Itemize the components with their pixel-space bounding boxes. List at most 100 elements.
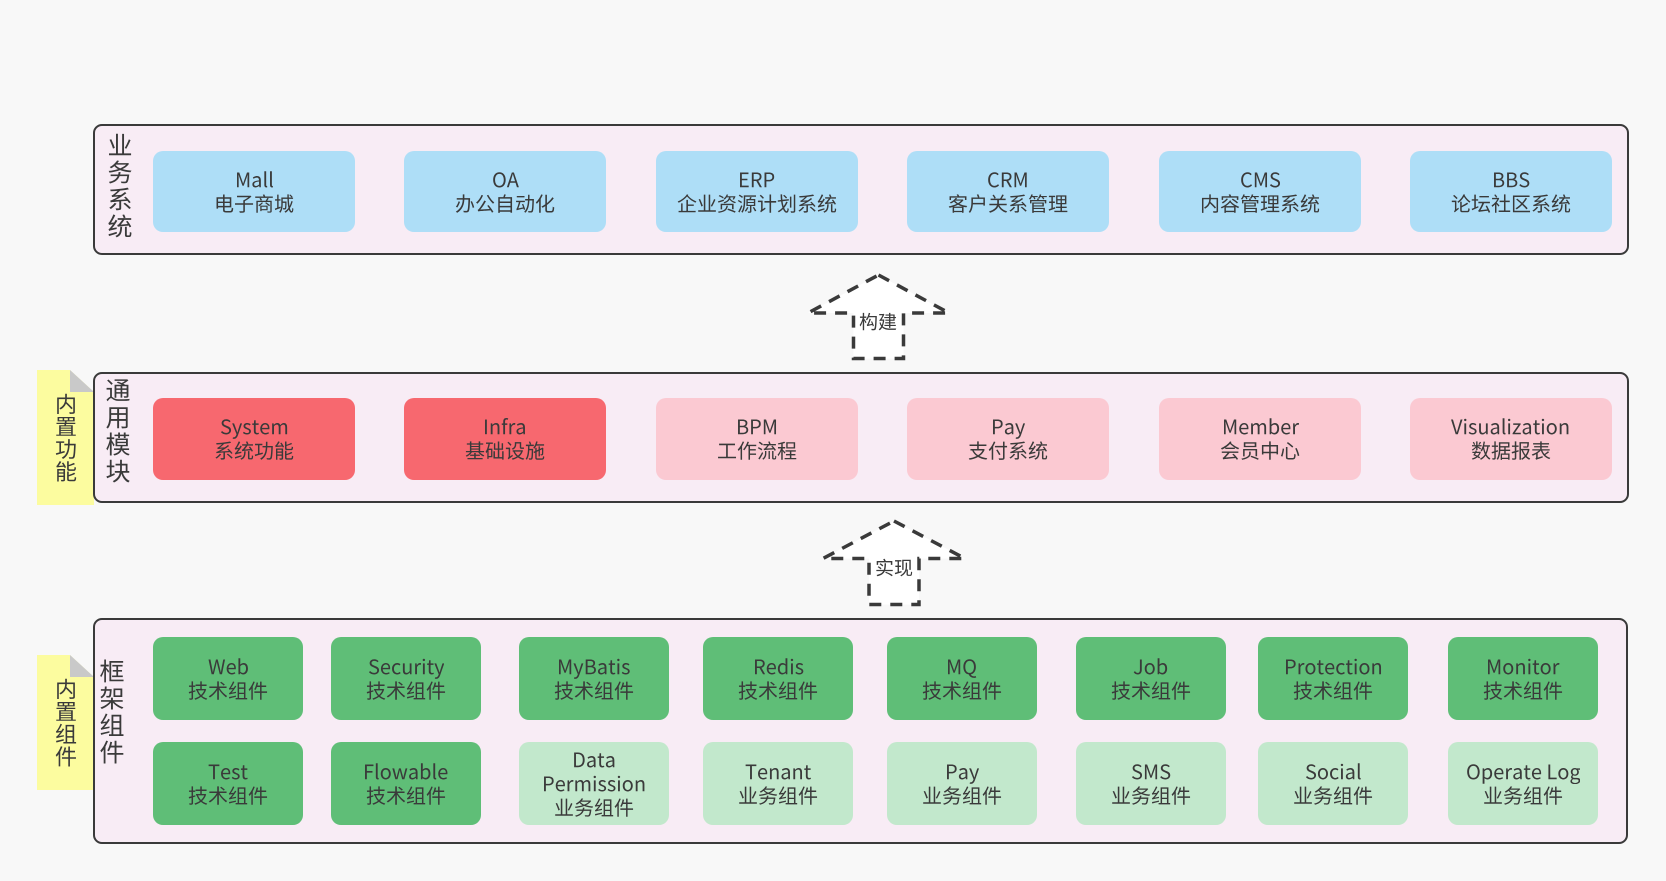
node-subtitle [188,784,268,808]
note-paper [37,655,94,790]
node-title [736,415,778,439]
node-title [945,760,979,784]
node-subtitle [1200,192,1320,216]
node-title [368,655,445,679]
node-subtitle [1483,679,1563,703]
node-bbs [1410,151,1612,232]
node-title [363,760,448,784]
node-title [987,168,1029,192]
node-mall [153,151,355,232]
node-infra [404,398,606,480]
node-title [208,760,248,784]
node-subtitle [968,439,1048,463]
node-operate-log [1448,742,1598,825]
folded-corner-icon [70,655,94,677]
note-text [37,370,94,505]
node-subtitle [366,784,446,808]
node-subtitle [717,439,797,463]
node-subtitle [922,679,1002,703]
node-cms [1159,151,1361,232]
node-title [991,415,1025,439]
node-subtitle [738,679,818,703]
node-title [208,655,249,679]
node-title [557,655,631,679]
node-title [753,655,804,679]
node-web [153,637,303,720]
node-title [738,168,775,192]
node-mq [887,637,1037,720]
node-redis [703,637,853,720]
node-subtitle [922,784,1002,808]
node-title [1284,655,1383,679]
node-subtitle [465,439,545,463]
note-built-in-components [37,655,94,790]
node-protection [1258,637,1408,720]
node-job [1076,637,1226,720]
arrow-outline [821,518,966,606]
node-title [1133,655,1168,679]
node-subtitle [554,679,634,703]
note-shape [37,655,94,790]
node-subtitle [1293,679,1373,703]
node-subtitle [1111,679,1191,703]
node-member [1159,398,1361,480]
node-title [220,415,289,439]
node-subtitle [1220,439,1300,463]
arrow-up-build-icon [806,272,950,360]
node-subtitle [738,784,818,808]
node-title [1222,415,1299,439]
folded-corner-icon [70,370,94,392]
note-paper [37,370,94,505]
node-bpm [656,398,858,480]
node-monitor [1448,637,1598,720]
node-flowable [331,742,481,825]
node-title [1486,655,1560,679]
node-subtitle [1111,784,1191,808]
node-mybatis [519,637,669,720]
arrow-label-build [859,310,897,334]
node-subtitle [366,679,446,703]
node-test [153,742,303,825]
band-label-business-systems [108,132,133,240]
note-shape [37,370,94,505]
node-title [492,168,519,192]
node-subtitle [1483,784,1563,808]
node-subtitle [1451,192,1571,216]
node-oa [404,151,606,232]
arrow-outline [806,272,950,360]
node-title [1492,168,1530,192]
node-title [483,415,527,439]
node-visualization [1410,398,1612,480]
node-data-permission [519,742,669,825]
node-crm [907,151,1109,232]
node-subtitle [554,796,634,820]
node-subtitle [455,192,555,216]
node-social [1258,742,1408,825]
node-security [331,637,481,720]
node-title [542,748,646,796]
band-label-framework-components [100,658,125,766]
node-title [1240,168,1281,192]
node-sms [1076,742,1226,825]
node-subtitle [1471,439,1551,463]
node-title [1305,760,1362,784]
node-subtitle [677,192,837,216]
arrow-label-implement [875,556,913,580]
node-subtitle [214,439,294,463]
node-title [1131,760,1171,784]
node-title [1466,760,1581,784]
node-subtitle [948,192,1068,216]
node-pay [907,398,1109,480]
node-title [1451,415,1570,439]
node-erp [656,151,858,232]
node-title [946,655,977,679]
node-subtitle [214,192,294,216]
note-text [37,655,94,790]
node-subtitle [1293,784,1373,808]
node-tenant [703,742,853,825]
note-built-in-features [37,370,94,505]
arrow-up-implement-icon [821,518,966,606]
node-pay-business [887,742,1037,825]
node-title [235,168,274,192]
